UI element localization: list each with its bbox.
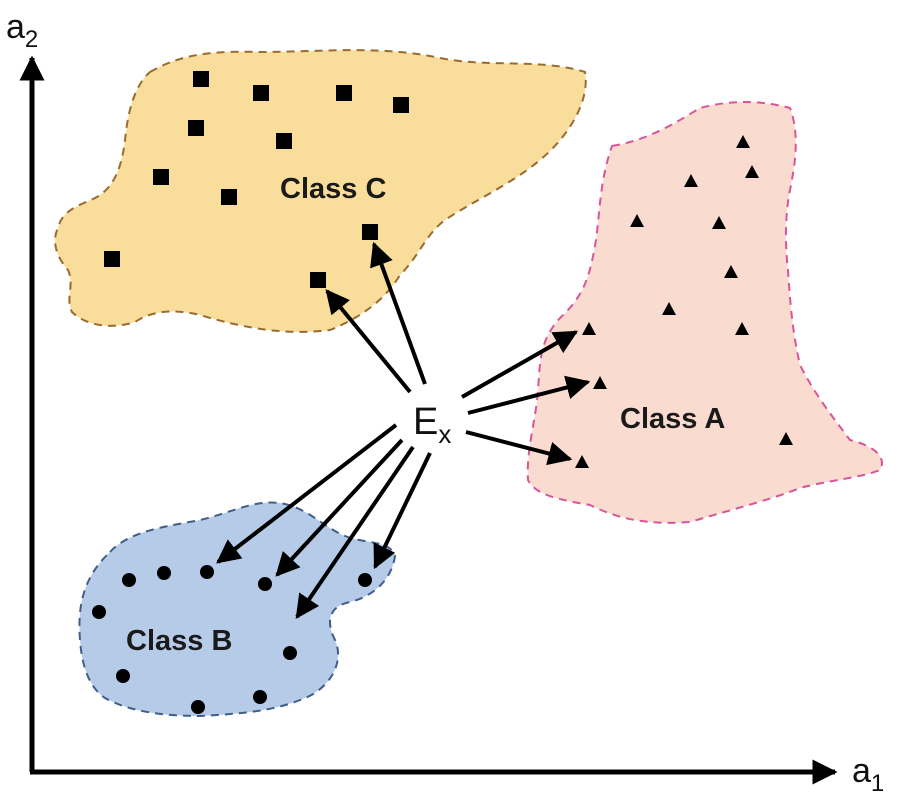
square-marker (188, 120, 204, 136)
class-c-points (104, 71, 409, 288)
class-a-points (575, 135, 793, 468)
triangle-marker (630, 214, 644, 227)
square-marker (221, 189, 237, 205)
triangle-marker (745, 165, 759, 178)
circle-marker (116, 669, 130, 683)
circle-marker (200, 565, 214, 579)
triangle-marker (662, 302, 676, 315)
triangle-marker (575, 455, 589, 468)
arrow-to-class-b (275, 438, 404, 577)
class-b-region (78, 501, 397, 718)
class-a-label: Class A (620, 403, 725, 435)
square-marker (336, 85, 352, 101)
arrow-to-class-c (370, 241, 427, 385)
square-marker (253, 85, 269, 101)
arrow-to-class-a (461, 330, 579, 399)
neighbor-arrows (216, 241, 591, 619)
class-c-label: Class C (280, 173, 386, 205)
circle-marker (358, 573, 372, 587)
class-c-region (54, 49, 587, 333)
class-b-label: Class B (126, 625, 232, 657)
query-point-label: Ex (413, 401, 451, 449)
square-marker (193, 71, 209, 87)
circle-marker (92, 605, 106, 619)
circle-marker (157, 566, 171, 580)
circle-marker (283, 646, 297, 660)
triangle-marker (724, 265, 738, 278)
triangle-marker (736, 135, 750, 148)
circle-marker (258, 577, 272, 591)
square-marker (310, 272, 326, 288)
triangle-marker (712, 216, 726, 229)
square-marker (153, 169, 169, 185)
arrow-to-class-b (216, 423, 398, 564)
square-marker (393, 97, 409, 113)
square-marker (104, 251, 120, 267)
square-marker (276, 133, 292, 149)
triangle-marker (684, 174, 698, 187)
circle-marker (122, 573, 136, 587)
square-marker (362, 224, 378, 240)
triangle-marker (735, 322, 749, 335)
circle-marker (191, 700, 205, 714)
arrow-to-class-a (467, 375, 591, 415)
triangle-marker (582, 322, 596, 335)
class-b-points (92, 565, 372, 714)
arrow-to-class-a (465, 430, 573, 466)
arrow-to-class-b (373, 452, 432, 570)
x-axis-label: a1 (852, 752, 884, 792)
arrow-to-class-b (295, 445, 415, 619)
arrow-to-class-c (325, 289, 412, 394)
circle-marker (253, 690, 267, 704)
y-axis-label: a2 (6, 8, 38, 53)
triangle-marker (779, 432, 793, 445)
triangle-marker (593, 376, 607, 389)
